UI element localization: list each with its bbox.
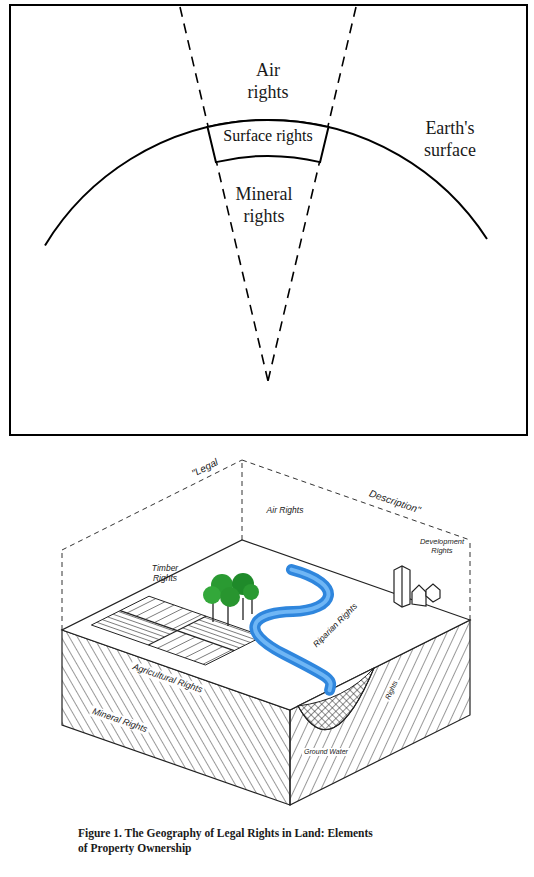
furrows [91,596,263,665]
line-stroke [242,460,470,540]
furrow [127,599,156,613]
line-stroke [401,566,402,607]
legal-label: "Legal [190,456,220,479]
circle-stroke [243,584,259,600]
ground-water [298,668,374,730]
rights-label: Air Rights [265,505,305,515]
cutaway [298,668,374,730]
field [91,596,263,665]
circle-stroke [203,586,221,604]
circle-stroke [220,587,240,607]
figure-caption: Figure 1. The Geography of Legal Rights … [78,826,378,856]
furrow [185,643,214,657]
furrow [136,602,165,616]
band-shape [208,120,329,162]
furrow [199,620,256,640]
polygon-stroke [412,585,426,606]
line-stroke [242,598,243,620]
trees [203,573,259,626]
earth-surface-arc [45,120,487,245]
rights-label: Timber Rights [145,563,185,583]
furrow [203,650,232,664]
buildings [394,566,440,607]
furrow [176,640,205,654]
line-stroke [470,540,471,620]
band-label: Surface rights [200,126,336,146]
surface-features [91,551,456,701]
region-label: Mineral rights [229,184,299,227]
furrow [193,623,250,643]
furrow [108,617,165,637]
region-label: Air rights [238,60,298,103]
furrow [167,637,196,651]
furrow [158,634,187,648]
surface-band: Surface rights [200,114,336,168]
polygon-stroke [426,584,440,602]
rights-label: Development Rights [418,537,466,555]
furrow [113,614,170,634]
panel-border [10,5,527,435]
region-label: Earth's surface [415,118,485,161]
line-stroke [242,460,243,540]
line-stroke [62,460,242,550]
polygon-stroke [394,566,410,607]
furrow [145,605,174,619]
furrow [154,608,183,622]
river-highlight [165,569,456,690]
rights-label: Ground Water [302,748,350,756]
river [165,569,456,690]
line-stroke [62,550,63,630]
legal-label: Description" [368,488,423,517]
furrow [118,612,175,632]
furrow [164,611,193,625]
furrow [194,647,223,661]
top-face [62,540,470,710]
furrow [173,615,202,629]
